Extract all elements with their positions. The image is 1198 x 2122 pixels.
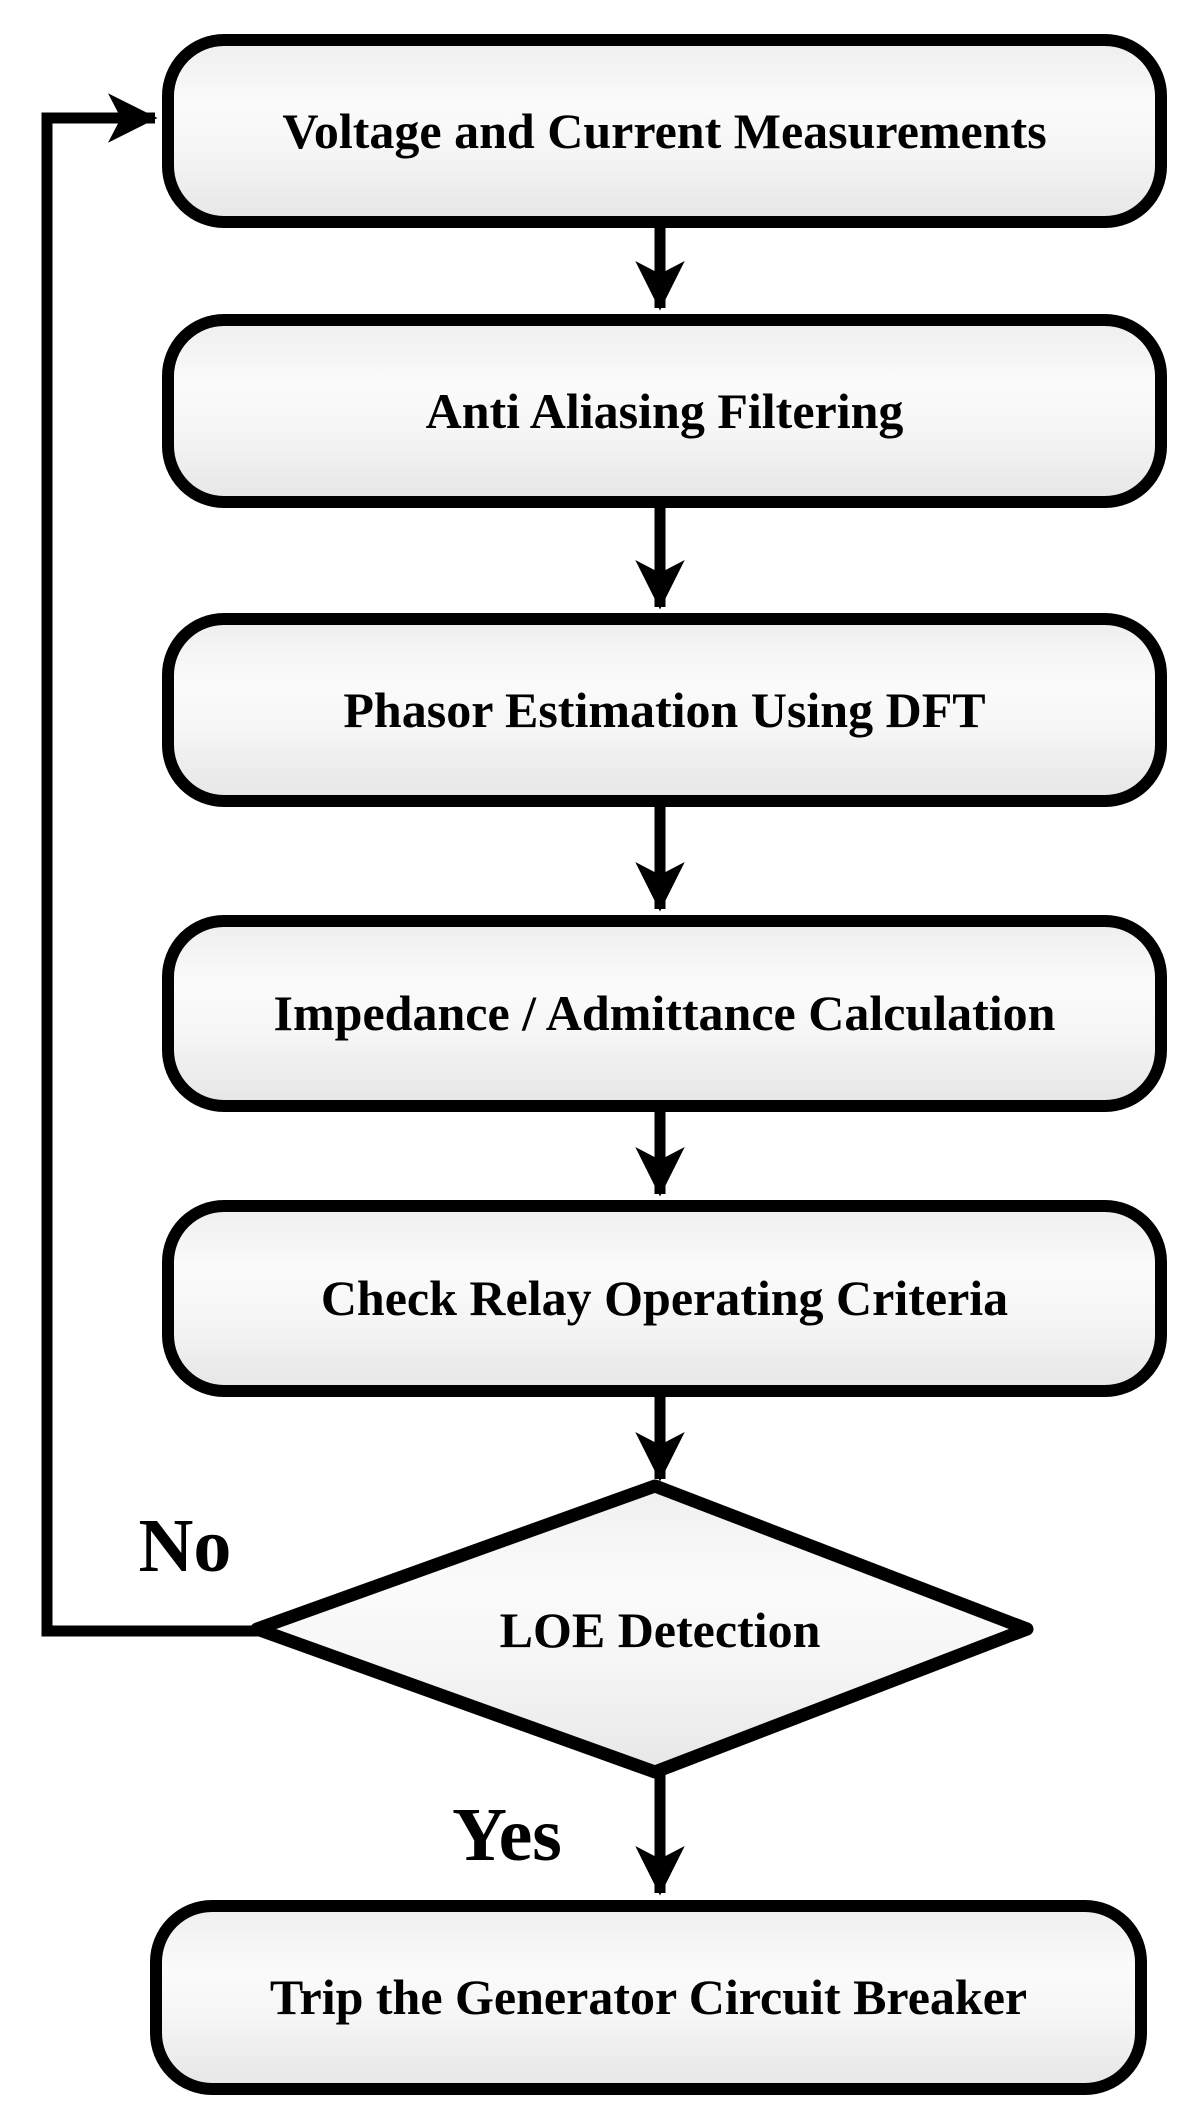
edge-label-no: No — [138, 1504, 232, 1588]
node-label-phasor-estimation-dft: Phasor Estimation Using DFT — [343, 681, 986, 738]
process-node-anti-aliasing-filtering: Anti Aliasing Filtering — [162, 314, 1167, 508]
node-label-check-relay-operating-criteria: Check Relay Operating Criteria — [320, 1270, 1009, 1327]
process-node-trip-generator-circuit-breaker: Trip the Generator Circuit Breaker — [150, 1900, 1147, 2095]
decision-node-loe-detection-shape — [250, 1479, 1034, 1779]
node-label-impedance-admittance-calculation: Impedance / Admittance Calculation — [273, 985, 1056, 1042]
process-node-phasor-estimation-dft: Phasor Estimation Using DFT — [162, 613, 1167, 807]
node-label-anti-aliasing-filtering: Anti Aliasing Filtering — [425, 382, 904, 439]
node-label-loe-detection: LOE Detection — [499, 1602, 821, 1658]
process-node-check-relay-operating-criteria: Check Relay Operating Criteria — [162, 1200, 1167, 1397]
process-node-voltage-current-measurements: Voltage and Current Measurements — [162, 34, 1167, 228]
process-node-impedance-admittance-calculation: Impedance / Admittance Calculation — [162, 915, 1167, 1112]
decision-node-loe-detection-label: LOE Detection — [360, 1560, 960, 1700]
node-label-voltage-current-measurements: Voltage and Current Measurements — [282, 102, 1047, 159]
node-label-trip-generator-circuit-breaker: Trip the Generator Circuit Breaker — [269, 1969, 1028, 2026]
edge-label-yes: Yes — [452, 1793, 562, 1877]
connector-no-feedback-loop — [41, 93, 262, 1637]
